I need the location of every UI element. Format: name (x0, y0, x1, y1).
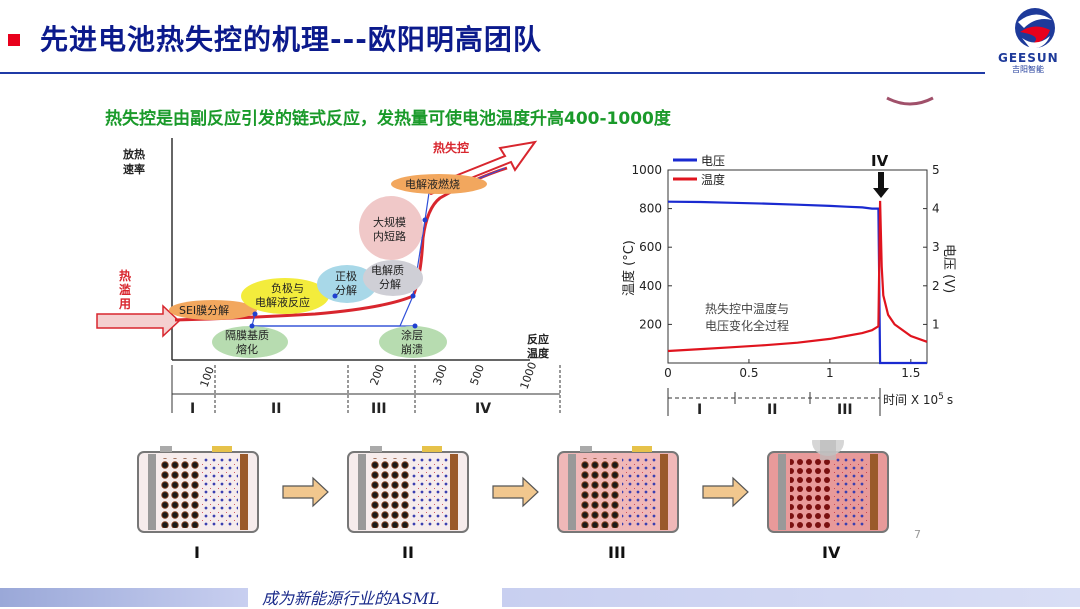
left-tick-label: 200 (639, 317, 662, 331)
bubble-cathode-label-1: 正极 (335, 269, 357, 283)
bubble-coating-label-1: 涂层 (401, 328, 423, 342)
y-label-line2: 速率 (123, 162, 145, 176)
chart-annotation-2: 电压变化全过程 (705, 318, 789, 333)
bottom-stage-iii: III (608, 543, 626, 562)
stage-arrow-2 (492, 476, 539, 508)
left-tick-label: 400 (639, 279, 662, 293)
bubble-burn-label: 电解液燃烧 (405, 177, 460, 191)
abuse-label-2: 滥 (119, 282, 131, 297)
bubble-separator (212, 326, 288, 358)
bubble-anode-label-1: 负极与 (271, 281, 304, 295)
temp-tick-200: 200 (368, 363, 387, 387)
geesun-logo-icon (1015, 8, 1055, 49)
logo-wordmark: GEESUN (998, 51, 1059, 65)
temp-tick-1000: 1000 (518, 360, 540, 391)
title-bullet (8, 34, 20, 46)
left-tick-label: 1000 (631, 163, 662, 177)
bubble-anode-label-2: 电解液反应 (255, 295, 310, 309)
stage-arrow-3 (702, 476, 749, 508)
stage-iv-marker-label: IV (871, 152, 889, 170)
runaway-label: 热失控 (433, 140, 469, 155)
right-tick-label: 1 (932, 317, 940, 331)
x-tick-label: 0.5 (739, 366, 758, 380)
bottom-stage-iv: IV (822, 543, 841, 562)
bubble-electrolyte-label-1: 电解质 (371, 263, 404, 277)
y-axis-label-left: 温度 (°C) (621, 240, 637, 296)
right-stage-i: I (697, 402, 702, 416)
temp-voltage-chart: 200 400 600 800 1000 1 2 3 4 5 0 0.5 1 1.5 电压 温度 温度 (… (621, 152, 956, 416)
y-label-line1: 放热 (122, 147, 145, 161)
bubble-separator-label-2: 熔化 (236, 342, 258, 356)
left-tick-label: 600 (639, 240, 662, 254)
bubble-coating-label-2: 崩溃 (401, 342, 423, 356)
slide-number: 7 (914, 528, 921, 541)
abuse-label-1: 热 (119, 268, 131, 283)
right-tick-label: 3 (932, 240, 940, 254)
bubble-cathode (317, 265, 377, 303)
x-label-line2: 温度 (527, 346, 550, 360)
stage-arrow-1 (282, 476, 329, 508)
x-tick-label: 0 (664, 366, 672, 380)
right-stage-iii: III (837, 402, 853, 416)
abuse-label-3: 用 (118, 297, 131, 311)
right-stage-ii: II (767, 402, 777, 416)
battery-stage-iii (557, 446, 679, 533)
bubble-electrolyte (363, 260, 423, 296)
temp-tick-100: 100 (198, 365, 217, 389)
abuse-arrow (96, 304, 181, 338)
bubble-short-label-2: 内短路 (373, 229, 406, 243)
x-label-line1: 反应 (527, 332, 549, 346)
stage-iv-marker-arrow (873, 172, 889, 198)
reaction-chain-diagram: 放热 速率 反应 温度 热 滥 用 热失控 SEI膜分解 负极与 电解液反应 隔… (96, 138, 561, 417)
battery-stage-i (137, 446, 259, 533)
voltage-series-line (667, 200, 927, 365)
legend-voltage-label: 电压 (701, 154, 725, 168)
right-tick-label: 2 (932, 279, 940, 293)
chart-annotation-1: 热失控中温度与 (705, 301, 789, 316)
bubble-sei (169, 300, 257, 320)
y-axis-label-right: 电压 (V) (941, 244, 956, 293)
bottom-stage-i: I (194, 543, 200, 562)
plot-area: 200 400 600 800 1000 1 2 3 4 5 0 0.5 1 1.5 (631, 163, 939, 380)
bubble-anode (241, 278, 329, 314)
slide-subtitle: 热失控是由副反应引发的链式反应，发热量可使电池温度升高400-1000度 (105, 109, 671, 129)
bubble-sei-label: SEI膜分解 (179, 303, 229, 317)
bottom-stage-ii: II (402, 543, 414, 562)
decorative-arc (886, 96, 934, 106)
x-tick-label: 1.5 (901, 366, 920, 380)
footer-bar-right (502, 588, 1080, 607)
heat-rate-curve (174, 166, 508, 322)
temp-tick-300: 300 (431, 363, 450, 387)
battery-stage-ii (347, 446, 469, 533)
stage-label-ii: II (271, 401, 281, 417)
battery-stage-iv (767, 440, 889, 533)
bubble-electrolyte-label-2: 分解 (379, 277, 401, 291)
right-tick-label: 5 (932, 163, 940, 177)
footer-slogan: 成为新能源行业的ASML (262, 589, 440, 608)
plot-frame (667, 169, 928, 364)
stage-label-iii: III (371, 401, 387, 417)
battery-stage-strip: I II III IV 7 (137, 440, 921, 562)
bubble-short-label-1: 大规模 (373, 215, 406, 229)
x-tick-label: 1 (826, 366, 834, 380)
bubble-burn (391, 174, 487, 194)
temp-tick-500: 500 (468, 363, 487, 387)
bubble-cathode-label-2: 分解 (335, 283, 357, 297)
footer-bar-left (0, 588, 248, 607)
page-title: 先进电池热失控的机理---欧阳明高团队 (40, 23, 542, 56)
stage-label-i: I (190, 401, 195, 417)
bubble-short (359, 196, 423, 260)
bubble-separator-label-1: 隔膜基质 (225, 329, 269, 342)
legend-temp-label: 温度 (701, 172, 725, 187)
header-divider (0, 72, 985, 74)
stage-label-iv: IV (475, 401, 491, 417)
temperature-series-line (667, 200, 928, 353)
logo-subtext: 吉阳智能 (1012, 65, 1044, 74)
right-tick-label: 4 (932, 202, 940, 216)
bubble-coating (379, 326, 447, 358)
left-tick-label: 800 (639, 202, 662, 216)
